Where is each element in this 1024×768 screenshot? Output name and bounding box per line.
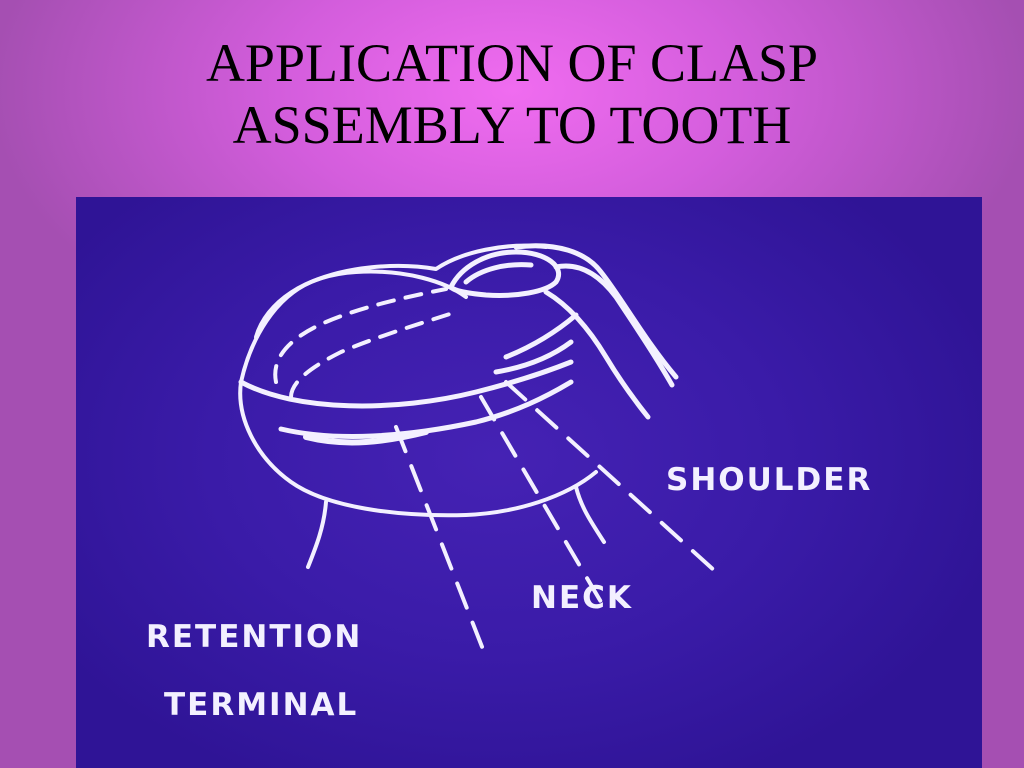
occlusal-dome [254, 269, 468, 339]
clasp-diagram [238, 243, 718, 659]
label-shoulder: SHOULDER [666, 462, 873, 498]
clasp-shoulder-body [448, 249, 561, 298]
leader-shoulder [504, 380, 718, 574]
tooth-root-left [306, 500, 328, 569]
minor-connector-inner [543, 289, 651, 420]
title-line-1: APPLICATION OF CLASP [205, 33, 819, 93]
clasp-neck-line-2 [493, 339, 574, 375]
leader-retention-terminal [394, 425, 488, 659]
label-neck: NECK [531, 580, 633, 616]
tooth-outline [239, 243, 548, 384]
tooth-root-right [574, 485, 606, 544]
title-line-2: ASSEMBLY TO TOOTH [232, 95, 792, 155]
clasp-arm-tip [303, 429, 429, 446]
diagram-photo: SHOULDER NECK RETENTION TERMINAL [76, 197, 982, 768]
slide-title: APPLICATION OF CLASP ASSEMBLY TO TOOTH [0, 32, 1024, 156]
clasp-arm-lower [278, 379, 574, 439]
tooth-crown-left [238, 380, 598, 518]
clasp-neck-line [503, 312, 579, 360]
label-retention: RETENTION [146, 619, 363, 655]
clasp-arm-upper [238, 359, 574, 409]
minor-connector-back [553, 263, 675, 388]
minor-connector-outer [513, 243, 679, 380]
label-terminal: TERMINAL [164, 687, 359, 723]
clasp-shoulder-inner [463, 262, 534, 285]
occlusal-rest-dash-outer [273, 287, 448, 384]
occlusal-rest-dash-inner [289, 310, 458, 399]
